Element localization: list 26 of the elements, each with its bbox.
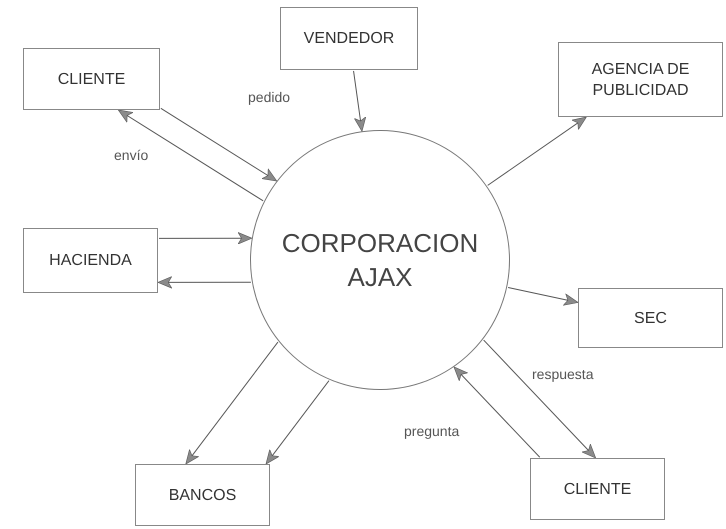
arrow <box>483 340 596 458</box>
arrow <box>266 380 330 464</box>
entity-box <box>135 464 270 526</box>
arrow <box>185 342 278 464</box>
arrow <box>508 286 578 306</box>
entity-box <box>23 48 160 110</box>
node-label: SEC <box>633 308 668 328</box>
entity-box <box>578 288 723 348</box>
arrow <box>158 232 252 244</box>
arrow <box>158 276 252 288</box>
node-label: VENDEDOR <box>302 29 396 49</box>
arrow <box>454 366 540 458</box>
node-label: HACIENDA <box>48 251 133 271</box>
arrow <box>118 110 264 202</box>
entity-box <box>558 42 723 117</box>
node-label: CLIENTE <box>56 70 126 90</box>
arrow <box>160 108 278 182</box>
entity-box <box>23 228 158 293</box>
arrow <box>487 116 587 186</box>
entity-box <box>530 458 665 520</box>
node-label: BANCOS <box>168 486 238 506</box>
entity-box <box>280 7 418 70</box>
arrow <box>353 70 366 132</box>
node-label: CORPORACION AJAX <box>280 227 480 294</box>
node-label: AGENCIA DE PUBLICIDAD <box>590 60 690 100</box>
node-label: CLIENTE <box>562 480 632 500</box>
